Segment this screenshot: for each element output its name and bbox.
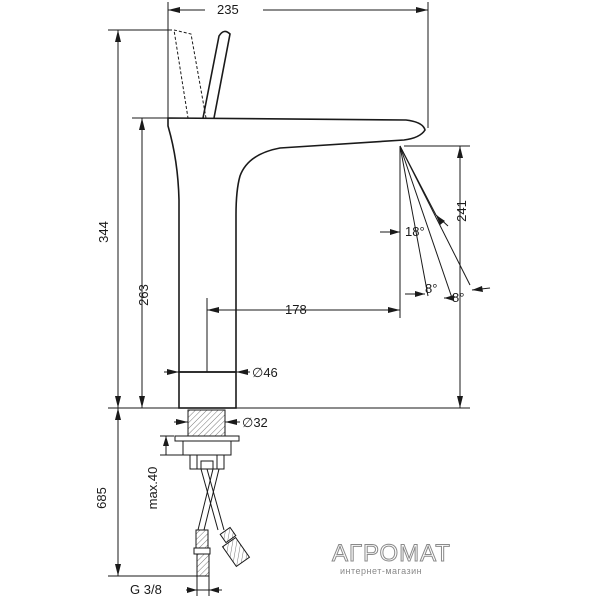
supply-hose-left xyxy=(200,468,225,531)
lever-handle xyxy=(202,30,231,119)
lever-open-position xyxy=(173,29,207,119)
fixing-washer xyxy=(189,454,225,470)
dim-178-label: 178 xyxy=(285,302,307,317)
store-watermark: АГРОМАТ интернет-магазин xyxy=(332,540,451,577)
faucet-body xyxy=(167,29,426,577)
fixing-plate xyxy=(174,435,240,442)
watermark-subtitle: интернет-магазин xyxy=(340,566,422,576)
dim-685-label: 685 xyxy=(94,487,109,509)
supply-hose-right xyxy=(197,468,220,531)
hose-fitting-right xyxy=(219,526,251,568)
dimension-lines xyxy=(108,0,491,596)
dim-241-label: 241 xyxy=(454,200,469,222)
threaded-shank xyxy=(187,409,226,437)
tension-screw xyxy=(200,460,214,470)
hose-fitting-left xyxy=(193,529,211,577)
watermark-title: АГРОМАТ xyxy=(332,540,451,567)
dim-344-label: 344 xyxy=(96,221,111,243)
dim-235-label: 235 xyxy=(217,2,239,17)
dim-dia46-label: ∅46 xyxy=(252,365,278,380)
dim-8deg-label-a: 8° xyxy=(425,281,437,296)
dim-dia32-label: ∅32 xyxy=(242,415,268,430)
dim-thread-label: G 3/8 xyxy=(130,582,162,597)
dimension-labels: 235 344 263 178 241 18° 8° 8° ∅46 ∅32 ma… xyxy=(94,2,469,597)
dim-18deg-label: 18° xyxy=(405,224,425,239)
dim-263-label: 263 xyxy=(136,284,151,306)
faucet-outline xyxy=(167,117,426,373)
dim-8deg-label-b: 8° xyxy=(452,290,464,305)
fixing-nut xyxy=(182,440,232,456)
base-ring xyxy=(178,371,237,409)
dim-max40-label: max.40 xyxy=(145,467,160,510)
